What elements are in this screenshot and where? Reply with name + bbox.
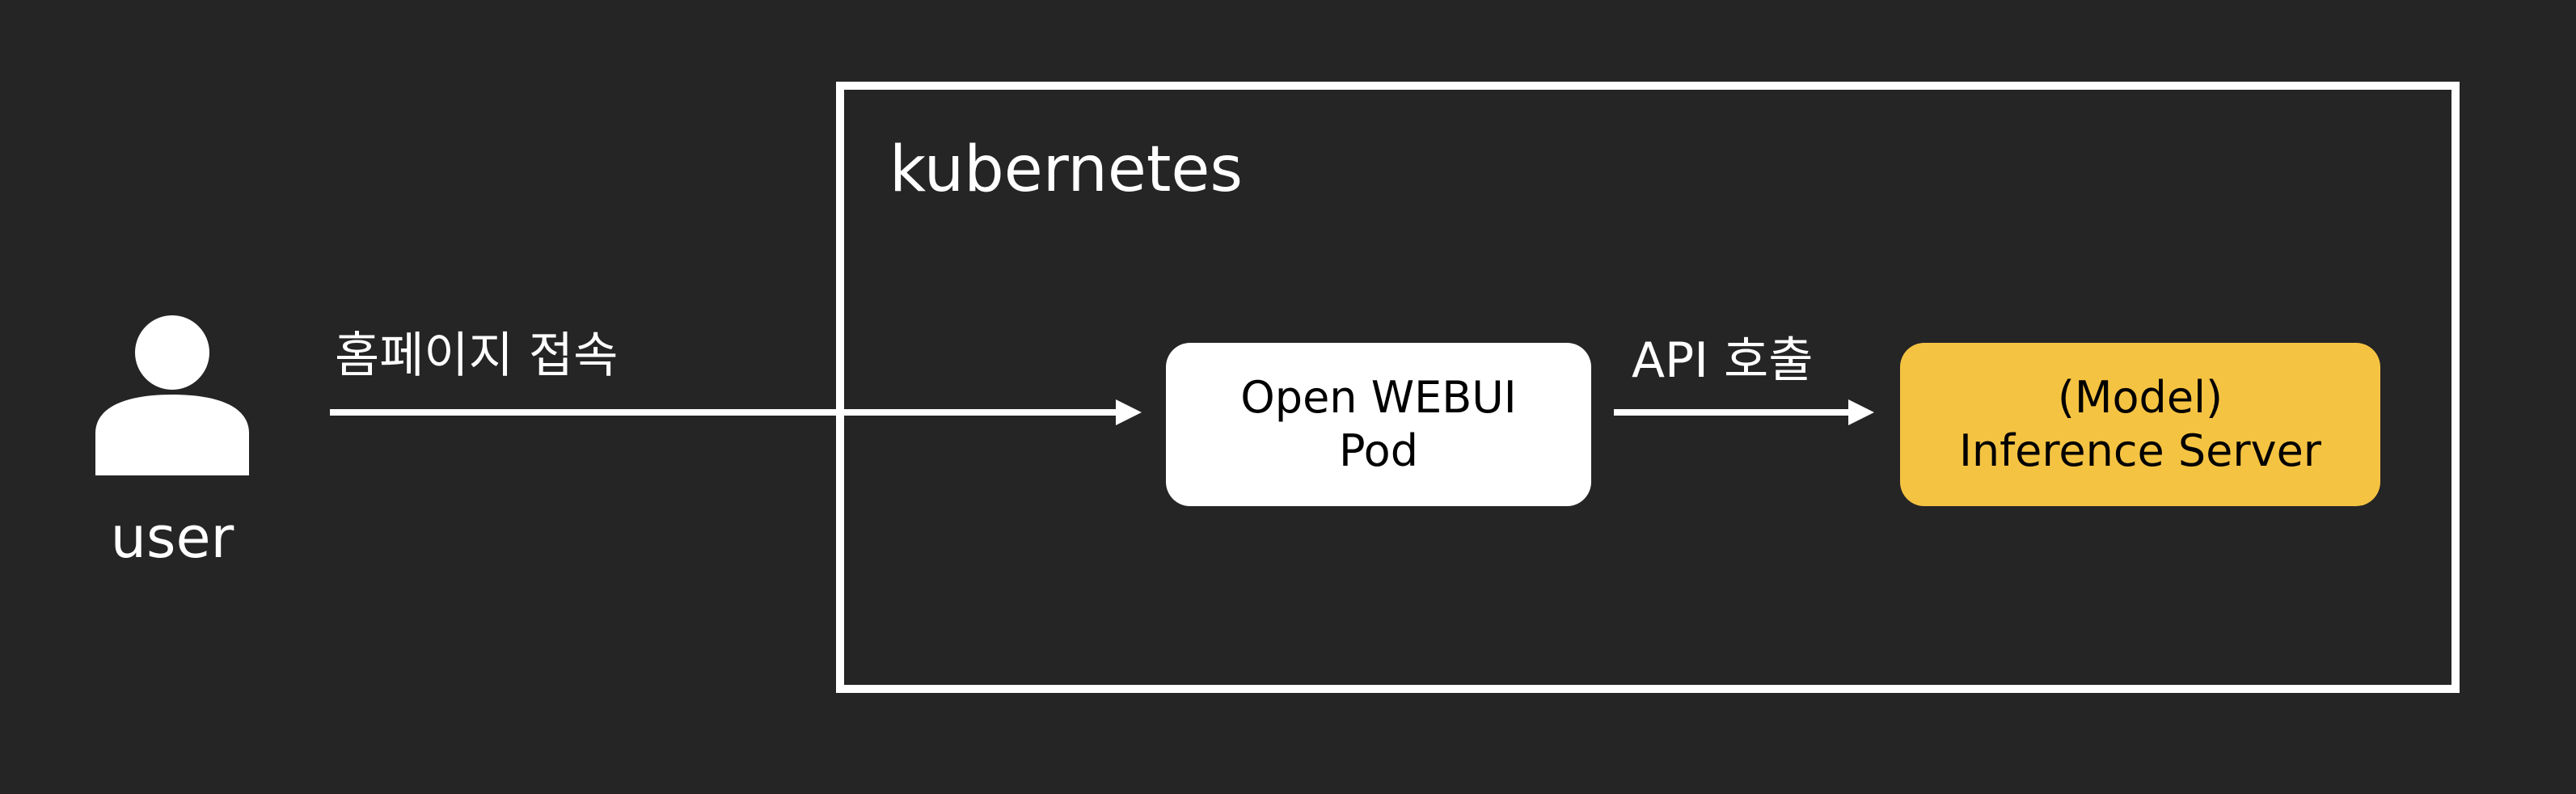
access-label: 홈페이지 접속 xyxy=(335,327,619,384)
api-arrow xyxy=(1614,399,1874,425)
open-webui-line2: Pod xyxy=(1339,425,1418,476)
user-label: user xyxy=(110,505,234,571)
open-webui-line1: Open WEBUI xyxy=(1240,372,1517,423)
inference-server-line2: Inference Server xyxy=(1958,425,2321,476)
user-icon xyxy=(95,315,249,475)
inference-server-line1: (Model) xyxy=(2057,372,2223,423)
api-call-label: API 호출 xyxy=(1632,332,1814,389)
inference-server-node: (Model) Inference Server xyxy=(1900,343,2380,506)
kubernetes-cluster-boundary xyxy=(836,82,2460,693)
cluster-label: kubernetes xyxy=(889,133,1244,206)
open-webui-pod-node: Open WEBUI Pod xyxy=(1166,343,1591,506)
access-arrow xyxy=(330,399,1142,425)
